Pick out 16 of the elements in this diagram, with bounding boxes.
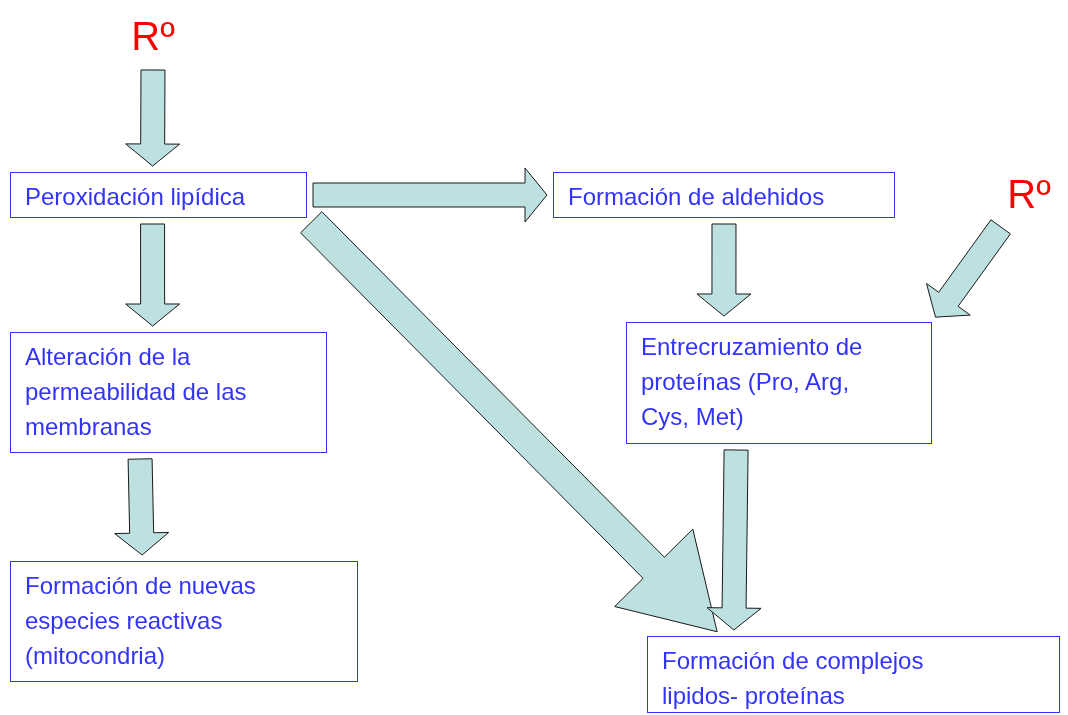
process-box: Entrecruzamiento de proteínas (Pro, Arg, Cys, Met) bbox=[626, 322, 932, 444]
block-arrow bbox=[125, 223, 181, 327]
block-arrow bbox=[706, 449, 762, 631]
process-box: Formación de nuevas especies reactivas (mitocondria) bbox=[10, 561, 358, 682]
process-box: Formación de aldehidos bbox=[553, 172, 895, 218]
process-box: Alteración de la permeabilidad de las membranas bbox=[10, 332, 327, 453]
block-arrow bbox=[696, 223, 752, 317]
process-box: Peroxidación lipídica bbox=[10, 172, 307, 218]
block-arrow bbox=[125, 69, 181, 167]
process-box: Formación de complejos lipidos- proteínas bbox=[647, 636, 1060, 713]
block-arrow bbox=[312, 167, 548, 223]
block-arrow bbox=[926, 219, 1011, 318]
block-arrow bbox=[114, 458, 170, 556]
block-arrow bbox=[300, 211, 718, 633]
radical-label: Rº bbox=[998, 166, 1060, 222]
radical-label: Rº bbox=[118, 8, 188, 64]
